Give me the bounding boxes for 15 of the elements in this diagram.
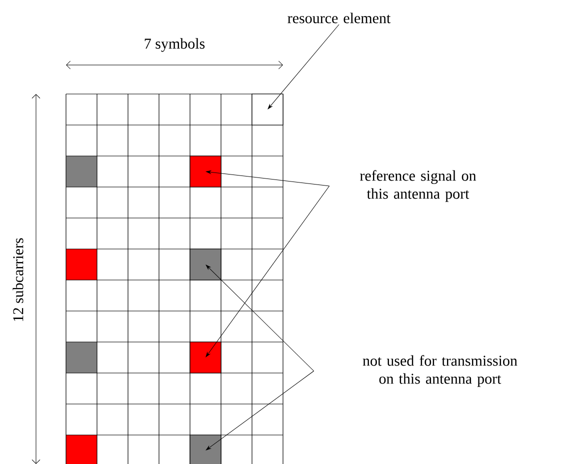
resource-cell bbox=[252, 94, 284, 126]
dimension-label: 12 subcarriers bbox=[12, 238, 24, 321]
arrow bbox=[268, 24, 340, 110]
arrow bbox=[206, 186, 330, 358]
resource-cell bbox=[190, 248, 222, 280]
annotation-text: resource element bbox=[288, 12, 391, 24]
resource-cell bbox=[190, 342, 222, 374]
resource-cell bbox=[190, 434, 222, 464]
arrow bbox=[206, 264, 314, 372]
annotation-text: reference signal on this antenna port bbox=[360, 170, 476, 202]
dimension-label: 7 symbols bbox=[144, 38, 205, 52]
annotation-text: not used for transmission on this antenna port bbox=[362, 355, 518, 387]
resource-cell bbox=[190, 156, 222, 188]
arrow bbox=[206, 370, 314, 450]
arrow bbox=[206, 170, 330, 186]
